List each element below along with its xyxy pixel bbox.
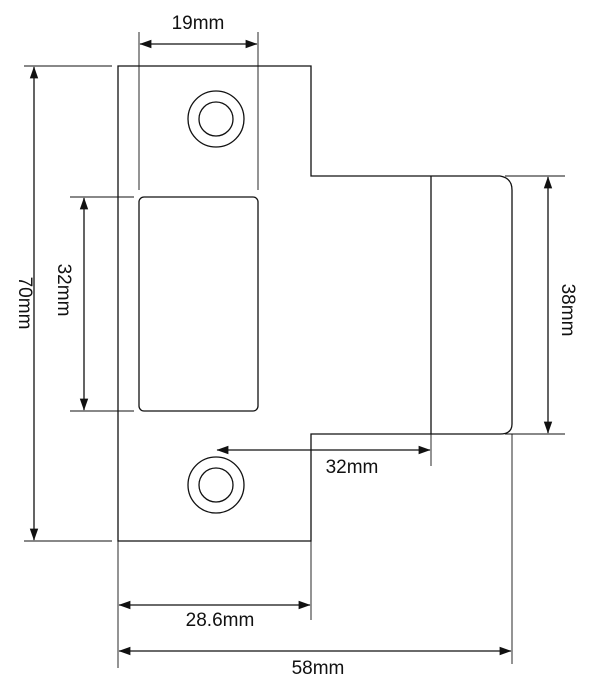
label-tongue-height: 38mm — [557, 284, 578, 337]
screw-hole-bottom — [187, 456, 245, 514]
dim-total-width — [118, 434, 513, 664]
plate-outline — [117, 65, 513, 542]
dim-top-width — [138, 32, 259, 190]
label-total-height: 70mm — [14, 277, 35, 330]
label-opening-height: 32mm — [53, 264, 74, 317]
dim-tongue-height — [505, 175, 565, 435]
label-top-width: 19mm — [172, 13, 225, 34]
dim-hole-to-lip — [216, 434, 432, 466]
label-plate-width: 28.6mm — [186, 610, 255, 631]
latch-opening — [138, 196, 259, 412]
dim-opening-height — [70, 196, 134, 412]
label-total-width: 58mm — [292, 658, 345, 679]
screw-hole-top — [187, 90, 245, 148]
dim-plate-width — [117, 541, 312, 668]
dim-total-height — [24, 65, 112, 542]
label-hole-to-lip: 32mm — [326, 457, 379, 478]
